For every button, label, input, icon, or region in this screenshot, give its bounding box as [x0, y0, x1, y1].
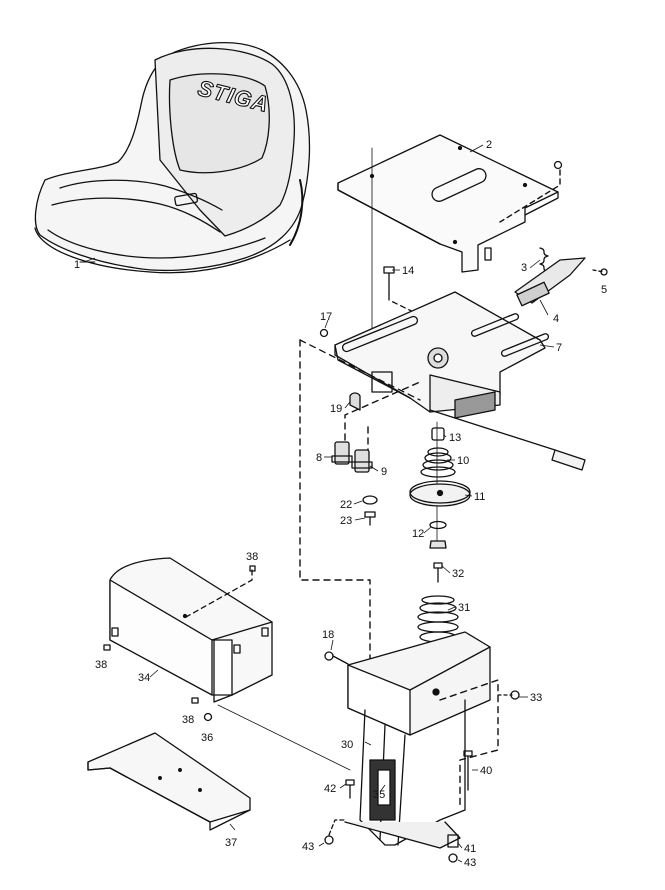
callout-23: 23	[340, 515, 352, 527]
callout-33: 33	[530, 692, 542, 704]
disc-11	[409, 480, 471, 507]
screw-38c	[191, 697, 199, 704]
screw-38a	[249, 565, 256, 572]
callout-19: 19	[330, 403, 342, 415]
screw-18	[324, 651, 334, 661]
switches	[331, 441, 373, 473]
callout-30: 30	[341, 739, 353, 751]
callout-31: 31	[458, 602, 470, 614]
callout-leaders	[83, 144, 555, 863]
nut-small	[553, 160, 563, 170]
callout-38-bottom: 38	[182, 714, 194, 726]
nut-36	[203, 712, 213, 722]
callout-32: 32	[452, 568, 464, 580]
cover-34	[109, 557, 273, 703]
callout-34: 34	[138, 672, 150, 684]
steering-column-base	[344, 562, 491, 849]
screw-23	[364, 511, 376, 526]
callout-13: 13	[449, 432, 461, 444]
callout-4: 4	[553, 313, 559, 325]
callout-22: 22	[340, 499, 352, 511]
nut-17	[319, 328, 329, 338]
seat	[34, 41, 311, 274]
foot-plate-37	[87, 732, 251, 831]
screw-38b	[103, 644, 111, 651]
callout-17: 17	[320, 311, 332, 323]
bellows-10	[420, 447, 456, 478]
callout-10: 10	[457, 455, 469, 467]
screw-42	[345, 779, 355, 799]
callout-40: 40	[480, 765, 492, 777]
callout-43-left: 43	[302, 841, 314, 853]
bushing-13	[431, 427, 445, 441]
upper-seat-plate	[337, 134, 559, 346]
callout-42: 42	[324, 783, 336, 795]
callout-41: 41	[464, 843, 476, 855]
callout-36: 36	[201, 732, 213, 744]
slide-rail-plate	[334, 291, 586, 471]
bolt-40	[463, 750, 473, 791]
callout-14: 14	[402, 265, 414, 277]
callout-5: 5	[601, 284, 607, 296]
callout-11: 11	[474, 491, 485, 503]
nut-lower	[429, 540, 447, 549]
callout-1: 1	[74, 259, 80, 271]
callout-35: 35	[373, 789, 385, 801]
callout-12: 12	[412, 528, 424, 540]
callout-38-top: 38	[246, 551, 258, 563]
nut-43b	[448, 853, 458, 863]
washer-22	[362, 495, 378, 505]
nut-43a	[324, 835, 334, 845]
callout-3: 3	[521, 262, 527, 274]
washer-12	[429, 520, 447, 530]
nut-33	[510, 690, 520, 700]
callout-labels: 1 2 3 4 5 7 8 9 10 11 12 13 14 17 18 19 …	[74, 139, 607, 869]
callout-37: 37	[225, 837, 237, 849]
callout-8: 8	[316, 452, 322, 464]
callout-18: 18	[322, 629, 334, 641]
clip-19	[349, 392, 361, 411]
spring	[539, 247, 549, 273]
callout-9: 9	[381, 466, 387, 478]
callout-38-left: 38	[95, 659, 107, 671]
callout-2: 2	[486, 139, 492, 151]
spacer-41	[447, 834, 459, 848]
callout-7: 7	[556, 342, 562, 354]
callout-43-right: 43	[464, 857, 476, 869]
